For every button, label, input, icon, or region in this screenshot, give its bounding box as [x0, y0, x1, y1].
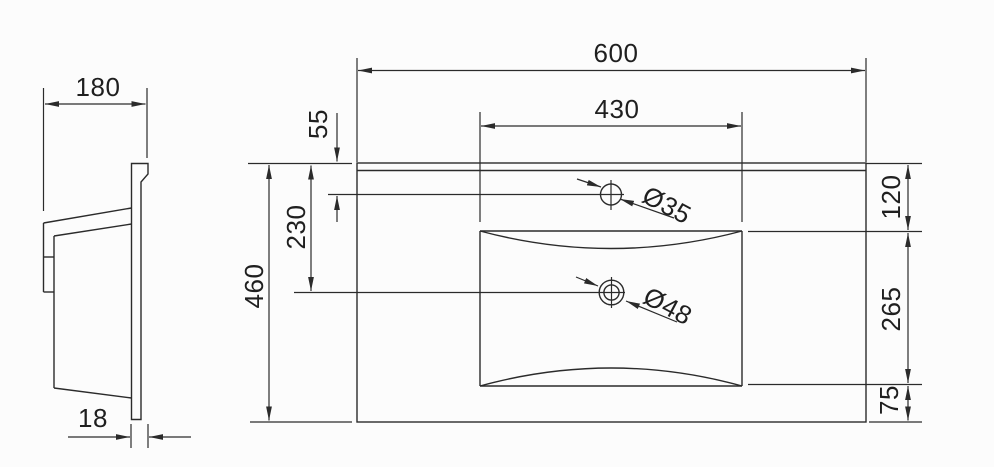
dimension-180: 180 — [42, 72, 148, 211]
drain-hole: Ø48 — [294, 276, 698, 331]
basin-outline — [479, 230, 743, 387]
basin-bottom-curve — [479, 367, 743, 387]
dimension-600: 600 — [356, 38, 867, 162]
dimension-55: 55 — [303, 109, 340, 222]
faucet-hole: Ø35 — [328, 178, 697, 230]
dim-label-265: 265 — [876, 287, 906, 332]
dimension-230: 230 — [281, 165, 314, 291]
dim-label-230: 230 — [281, 205, 311, 250]
side-panel-outline — [130, 162, 149, 421]
faucet-leader-line — [619, 198, 675, 219]
side-view-outline — [42, 162, 149, 421]
dim-label-460: 460 — [239, 264, 269, 309]
dimension-430: 430 — [479, 94, 743, 222]
side-bowl-bottom-line — [53, 387, 132, 399]
side-rim-top-line — [43, 207, 132, 224]
dim-label-180: 180 — [76, 72, 121, 102]
dim-label-18: 18 — [78, 403, 108, 433]
drain-pointer-arrow — [575, 276, 599, 287]
dimension-120: 120 — [876, 165, 911, 230]
dim-label-55: 55 — [303, 109, 333, 139]
dimension-265: 265 — [876, 233, 911, 383]
dim-label-75: 75 — [874, 385, 904, 415]
dimension-18: 18 — [68, 403, 191, 448]
right-side-dimensions: 120 265 75 — [748, 162, 922, 423]
side-view: 180 18 — [42, 72, 191, 448]
basin-top-curve — [479, 230, 743, 250]
dim-label-drain-diameter: Ø48 — [639, 281, 698, 331]
drain-leader-line — [625, 300, 678, 323]
dim-label-430: 430 — [595, 94, 640, 124]
dim-label-120: 120 — [876, 175, 906, 220]
faucet-pointer-arrow — [576, 178, 602, 188]
dimension-75: 75 — [874, 385, 911, 421]
dimension-460: 460 — [239, 162, 352, 423]
plan-view: Ø35 Ø48 600 430 — [239, 38, 922, 423]
dim-label-600: 600 — [594, 38, 639, 68]
side-rim-bottom-line — [53, 223, 132, 237]
dim-label-faucet-diameter: Ø35 — [638, 180, 697, 230]
